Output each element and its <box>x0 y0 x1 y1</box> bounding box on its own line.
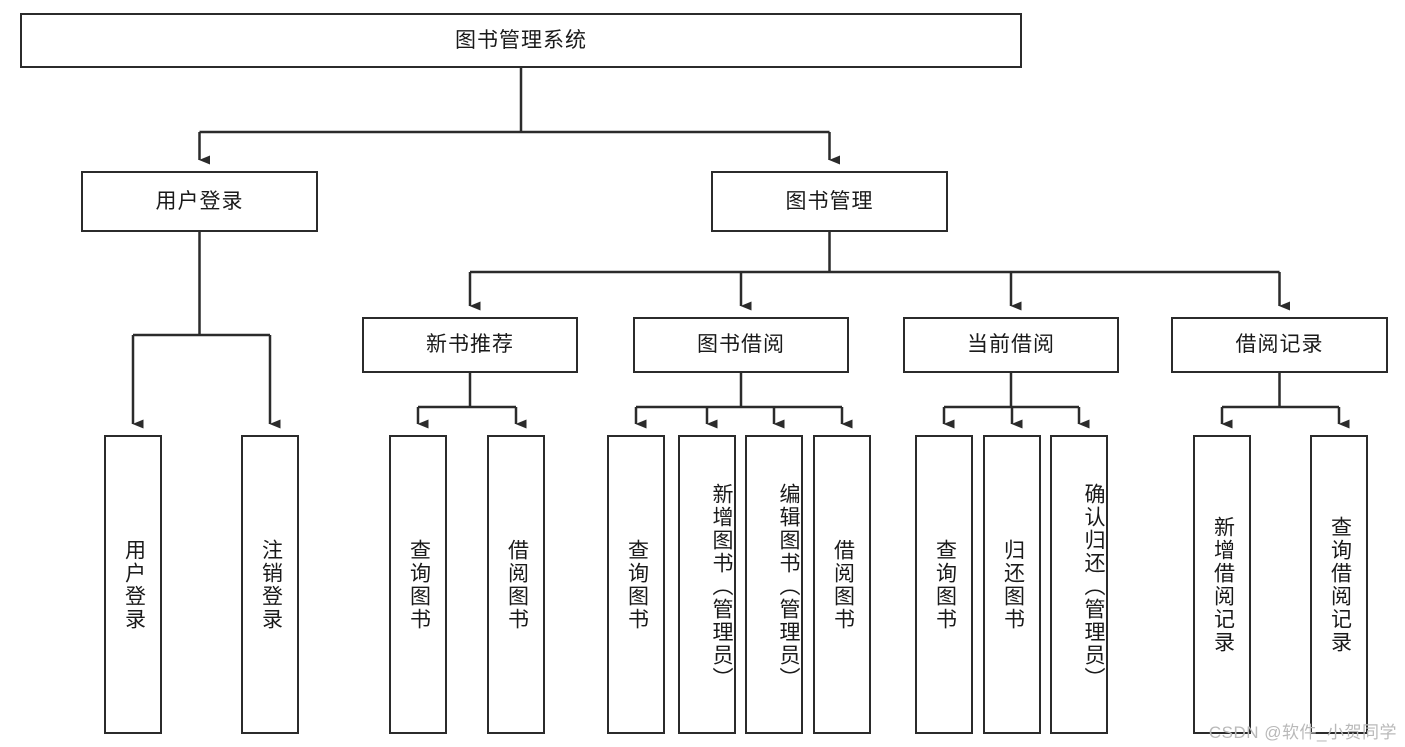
node-leaf-query-book-3[interactable]: 查询图书 <box>915 435 973 734</box>
node-book-borrow[interactable]: 图书借阅 <box>633 317 849 373</box>
node-leaf-user-login[interactable]: 用户登录 <box>104 435 162 734</box>
node-leaf-return-book[interactable]: 归还图书 <box>983 435 1041 734</box>
node-leaf-add-record[interactable]: 新增借阅记录 <box>1193 435 1251 734</box>
node-book-manage[interactable]: 图书管理 <box>711 171 948 232</box>
node-label: 借阅记录 <box>1235 333 1324 357</box>
node-label: 图书借阅 <box>697 333 785 357</box>
node-label: 用户登录 <box>122 538 146 631</box>
node-leaf-logout[interactable]: 注销登录 <box>241 435 299 734</box>
node-label: 查询图书 <box>625 538 649 631</box>
node-leaf-query-book-2[interactable]: 查询图书 <box>607 435 665 734</box>
node-label: 借阅图书 <box>505 538 529 631</box>
node-leaf-query-record[interactable]: 查询借阅记录 <box>1310 435 1368 734</box>
node-label: 确认归还（管理员） <box>1082 483 1105 690</box>
node-label: 图书管理 <box>785 189 874 213</box>
node-label: 当前借阅 <box>967 333 1055 357</box>
node-new-book-rec[interactable]: 新书推荐 <box>362 317 578 373</box>
node-label: 查询借阅记录 <box>1328 515 1352 654</box>
node-label: 编辑图书（管理员） <box>777 483 800 690</box>
node-label: 查询图书 <box>407 538 431 631</box>
node-label: 用户登录 <box>155 189 244 213</box>
node-label: 归还图书 <box>1001 538 1025 631</box>
node-leaf-confirm-return[interactable]: 确认归还（管理员） <box>1050 435 1108 734</box>
node-label: 借阅图书 <box>831 538 855 631</box>
node-label: 新增借阅记录 <box>1211 515 1235 654</box>
node-leaf-query-book-1[interactable]: 查询图书 <box>389 435 447 734</box>
node-label: 注销登录 <box>259 538 283 631</box>
node-borrow-record[interactable]: 借阅记录 <box>1171 317 1388 373</box>
node-label: 新书推荐 <box>426 333 514 357</box>
node-leaf-add-book[interactable]: 新增图书（管理员） <box>678 435 736 734</box>
node-leaf-borrow-book-2[interactable]: 借阅图书 <box>813 435 871 734</box>
node-leaf-borrow-book-1[interactable]: 借阅图书 <box>487 435 545 734</box>
node-root[interactable]: 图书管理系统 <box>20 13 1022 68</box>
node-label: 查询图书 <box>933 538 957 631</box>
node-leaf-edit-book[interactable]: 编辑图书（管理员） <box>745 435 803 734</box>
node-label: 新增图书（管理员） <box>710 483 733 690</box>
watermark-label: CSDN @软件_小贺同学 <box>1208 723 1397 742</box>
node-current-borrow[interactable]: 当前借阅 <box>903 317 1119 373</box>
node-label: 图书管理系统 <box>455 28 587 52</box>
node-user-login[interactable]: 用户登录 <box>81 171 318 232</box>
